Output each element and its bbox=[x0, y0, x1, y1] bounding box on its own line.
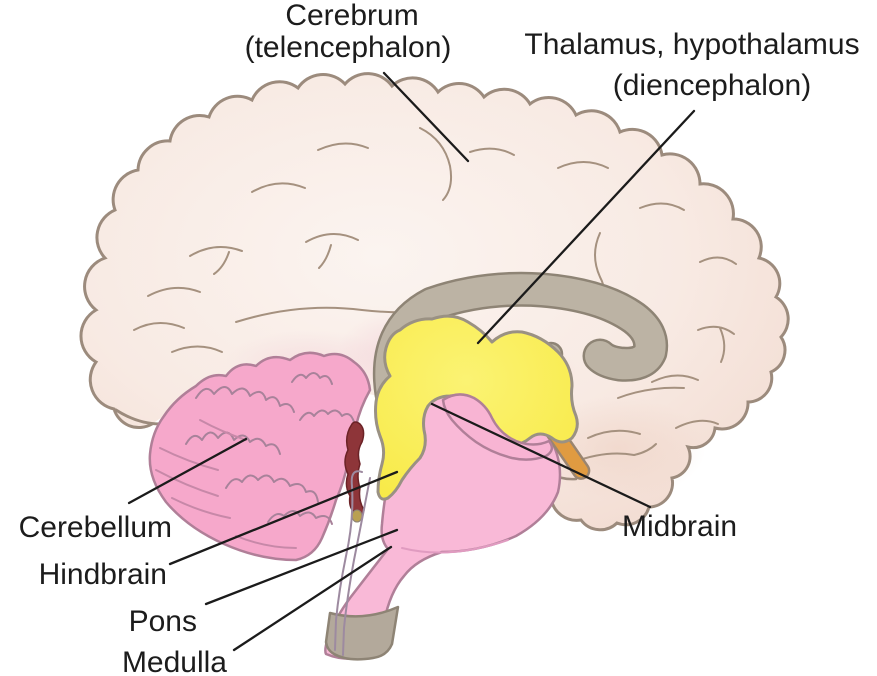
midbrain-region bbox=[441, 393, 554, 461]
medulla-leader-line bbox=[232, 545, 393, 652]
cerebrum-leader-line bbox=[382, 71, 470, 163]
medulla-label: Medulla bbox=[122, 646, 227, 676]
hindbrain-label: Hindbrain bbox=[39, 558, 167, 591]
pons-label: Pons bbox=[129, 605, 197, 638]
choroid-plexus bbox=[344, 421, 365, 517]
midbrain-leader-line bbox=[430, 402, 652, 509]
fourth-ventricle-lines bbox=[334, 470, 371, 656]
cortex-outline bbox=[79, 72, 790, 532]
cerebellum-arbor-lines bbox=[155, 419, 297, 549]
thalamus-label-line1: Thalamus, hypothalamus bbox=[524, 28, 859, 61]
leader-lines bbox=[127, 71, 696, 652]
cerebrum-label-line1: Cerebrum bbox=[285, 0, 418, 32]
cerebellum-label: Cerebellum bbox=[19, 511, 172, 544]
corpus-callosum-band bbox=[375, 274, 666, 409]
pontomedullary-crease bbox=[401, 539, 509, 554]
hindbrain-leader-line bbox=[168, 470, 399, 566]
cortical-sulci-lines bbox=[133, 127, 737, 463]
thalamus-leader-line bbox=[476, 109, 696, 345]
pons-leader-line bbox=[204, 528, 399, 606]
cerebellum-leader-line bbox=[127, 437, 248, 505]
midbrain-label: Midbrain bbox=[622, 510, 737, 543]
thalamus-label-line2: (diencephalon) bbox=[613, 69, 811, 102]
cerebellum-folia-squiggles bbox=[185, 372, 355, 525]
cerebrum-label-line2: (telencephalon) bbox=[245, 31, 452, 64]
choroid-tip-node bbox=[351, 509, 363, 523]
